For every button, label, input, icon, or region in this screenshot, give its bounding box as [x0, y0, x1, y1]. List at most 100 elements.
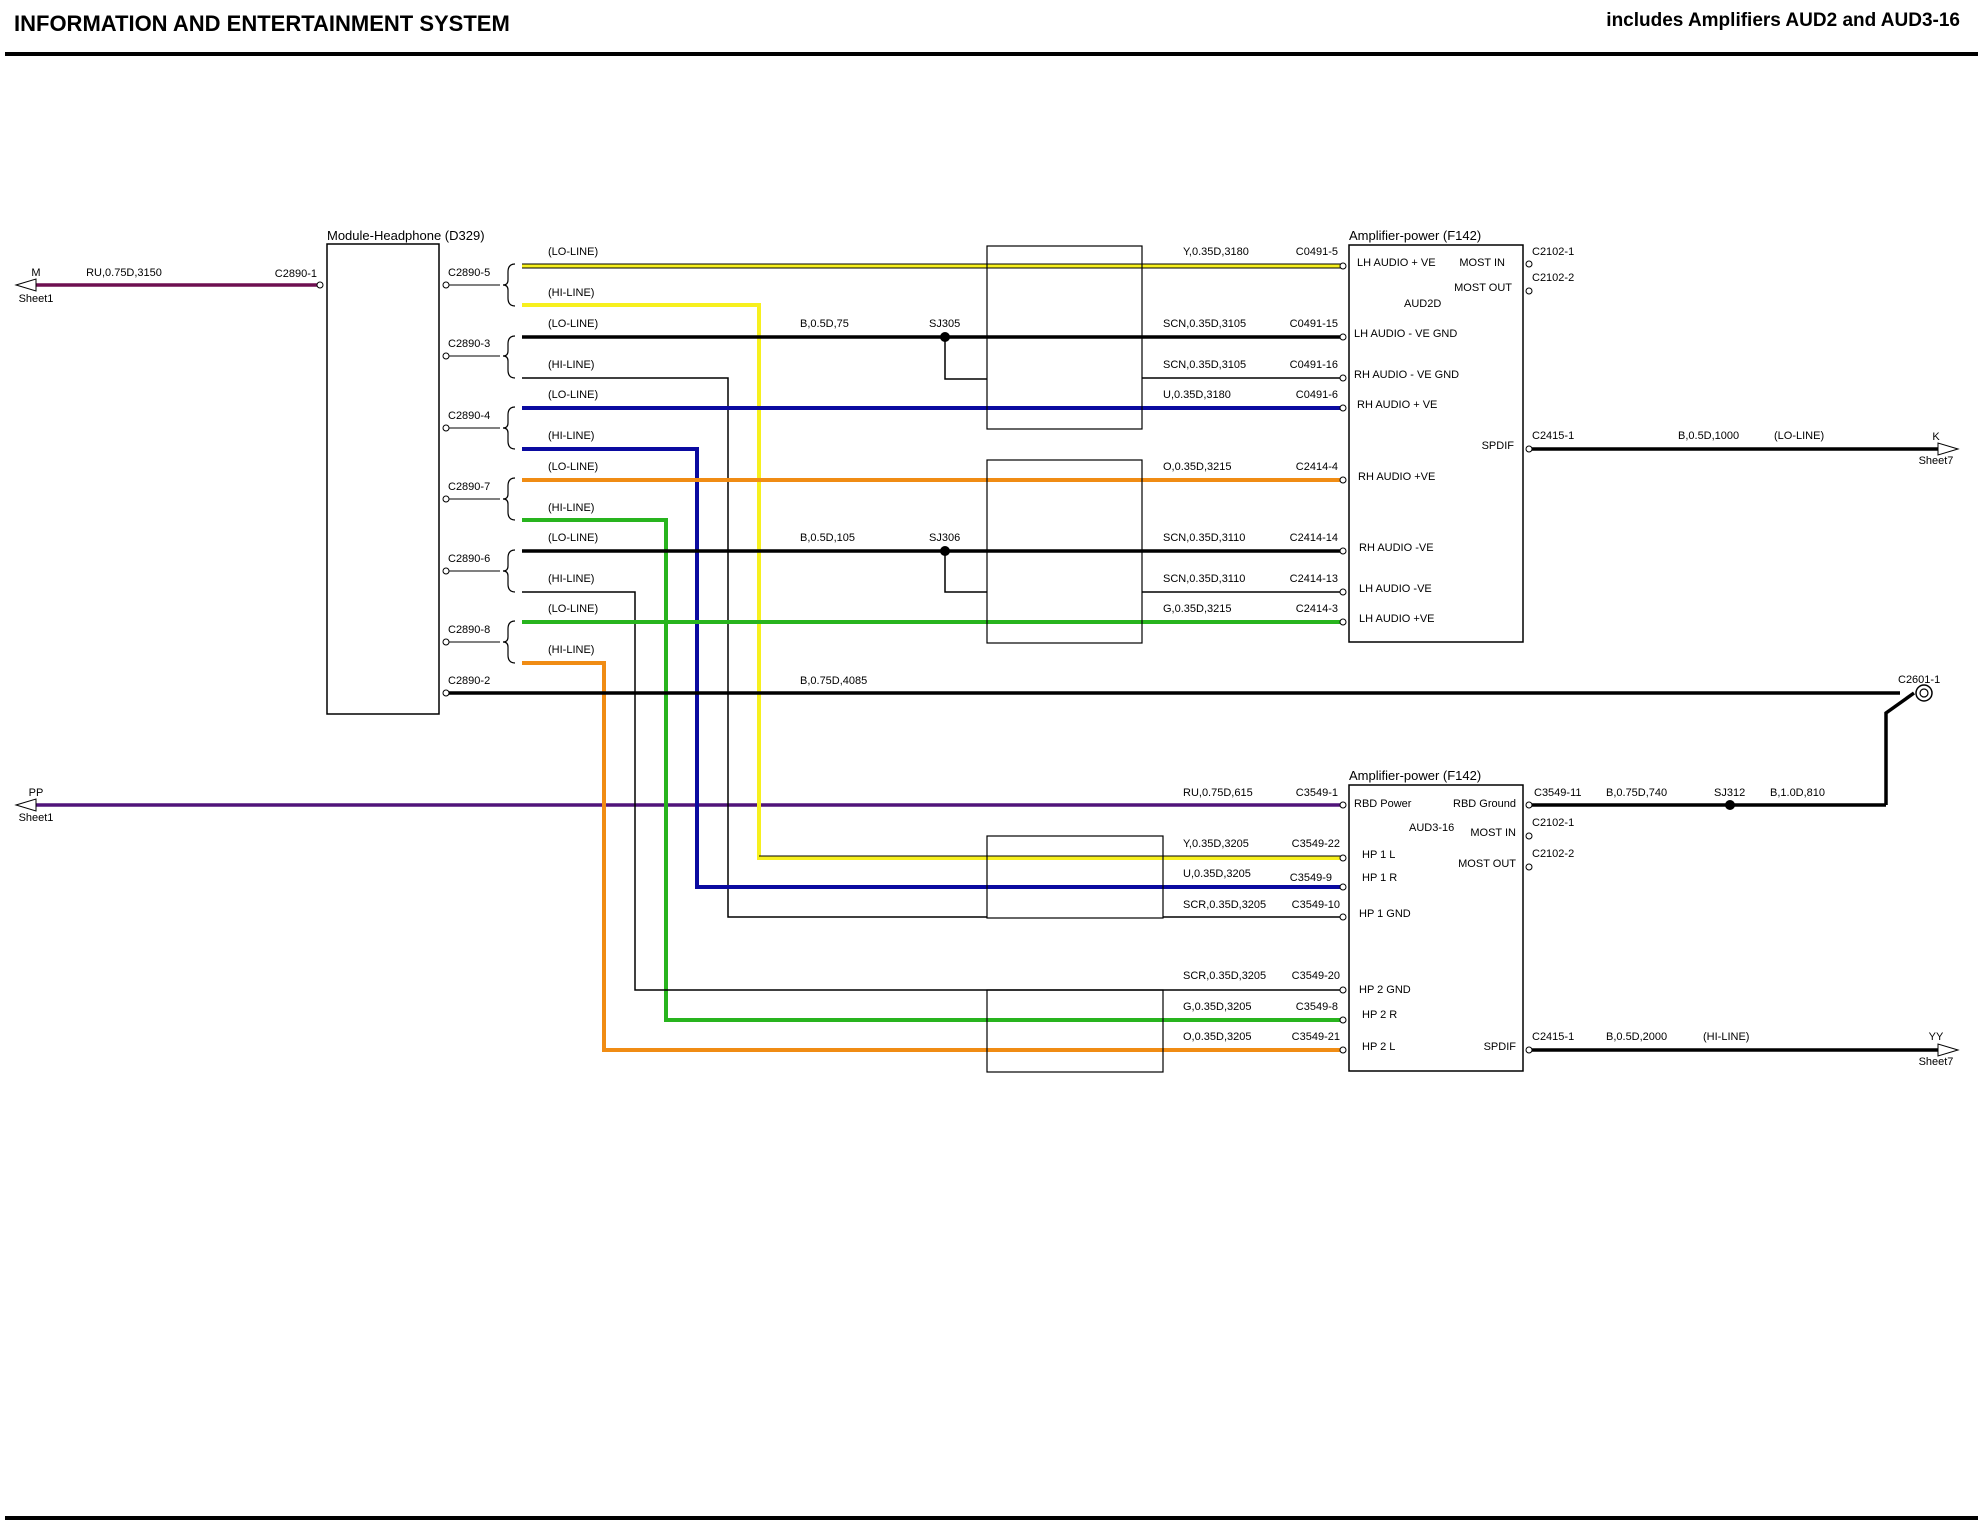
- amp-top-pin: RH AUDIO - VE GND: [1354, 369, 1459, 381]
- label-hi-line: (HI-LINE): [548, 502, 594, 514]
- amp-top-title: Amplifier-power (F142): [1349, 228, 1481, 243]
- conn-c2890-7: C2890-7: [448, 481, 490, 493]
- page-title: INFORMATION AND ENTERTAINMENT SYSTEM: [14, 11, 510, 36]
- splice-sj312-dot: [1725, 800, 1735, 810]
- amp-bottom-left-connector: C3549-21: [1292, 1031, 1340, 1043]
- label-hi-line: (HI-LINE): [548, 573, 594, 585]
- wire-label: U,0.35D,3180: [1163, 389, 1231, 401]
- amp-bottom-right-pin: SPDIF: [1484, 1041, 1517, 1053]
- amp-top-right-connector: C2102-1: [1532, 246, 1574, 258]
- conn-c2890-6: C2890-6: [448, 553, 490, 565]
- amp-top-id: AUD2D: [1404, 298, 1441, 310]
- label-lo-line: (LO-LINE): [548, 389, 598, 401]
- connector-pin: [316, 281, 324, 289]
- amp-top-left-connector: C0491-6: [1296, 389, 1338, 401]
- label-lo-line: (LO-LINE): [548, 603, 598, 615]
- amp-bottom-id: AUD3-16: [1409, 822, 1454, 834]
- offsheet-pp-letter: PP: [29, 787, 44, 799]
- amp-bottom-left-connector: C3549-8: [1296, 1001, 1338, 1013]
- wire-label: G,0.35D,3215: [1163, 603, 1232, 615]
- wire-label: B,0.75D,740: [1606, 787, 1667, 799]
- offsheet-arrow-m: [14, 278, 37, 292]
- wire-label: RU,0.75D,615: [1183, 787, 1253, 799]
- offsheet-arrow-k: [1937, 442, 1960, 456]
- amp-bottom-pin: HP 2 R: [1362, 1009, 1397, 1021]
- label-lo-line: (LO-LINE): [548, 246, 598, 258]
- offsheet-yy-sheet: Sheet7: [1919, 1056, 1954, 1068]
- splice-sj305-dot: [940, 332, 950, 342]
- offsheet-k-sheet: Sheet7: [1919, 455, 1954, 467]
- amp-top-right-connector: C2102-2: [1532, 272, 1574, 284]
- wire-label: SCN,0.35D,3105: [1163, 359, 1246, 371]
- label-lo-line: (LO-LINE): [548, 318, 598, 330]
- wire-label: B,0.5D,75: [800, 318, 849, 330]
- wire-label: B,1.0D,810: [1770, 787, 1825, 799]
- page-subtitle: includes Amplifiers AUD2 and AUD3-16: [1606, 10, 1960, 31]
- amp-bottom-right-connector: C3549-11: [1534, 787, 1582, 799]
- amp-bottom-pin: HP 2 L: [1362, 1041, 1395, 1053]
- amp-bottom-pin: HP 1 L: [1362, 849, 1395, 861]
- amp-top-pin-connectors: [1339, 260, 1533, 626]
- wire-green-hi: [522, 518, 1342, 1022]
- amp-top-pin: RH AUDIO -VE: [1359, 542, 1434, 554]
- offsheet-k-letter: K: [1932, 431, 1940, 443]
- conn-c2890-3: C2890-3: [448, 338, 490, 350]
- wire-sj305-drop: [944, 337, 987, 380]
- amp-bottom-pin-connectors: [1339, 801, 1533, 1054]
- amp-top-pin: LH AUDIO +VE: [1359, 613, 1435, 625]
- amp-bottom-title: Amplifier-power (F142): [1349, 768, 1481, 783]
- amp-bottom-pin: HP 1 R: [1362, 872, 1397, 884]
- headphone-module-title: Module-Headphone (D329): [327, 228, 485, 243]
- wire-yellow-hi: [522, 303, 1342, 860]
- amp-bottom-box: [1348, 784, 1524, 1072]
- wire-label: SCR,0.35D,3205: [1183, 899, 1266, 911]
- amp-bottom-pin: HP 1 GND: [1359, 908, 1411, 920]
- offsheet-arrow-yy: [1937, 1043, 1960, 1057]
- amp-top-left-connector: C0491-15: [1290, 318, 1338, 330]
- amp-top-pin: LH AUDIO - VE GND: [1354, 328, 1457, 340]
- headphone-module-box: [326, 243, 440, 715]
- splice-label: SJ305: [929, 318, 960, 330]
- amp-bottom-left-connector: C3549-1: [1296, 787, 1338, 799]
- splice-label: SJ306: [929, 532, 960, 544]
- wire-label: O,0.35D,3205: [1183, 1031, 1252, 1043]
- shield-box-2: [986, 459, 1143, 644]
- amp-top-right-connector: C2415-1: [1532, 430, 1574, 442]
- offsheet-yy-letter: YY: [1929, 1031, 1944, 1043]
- shield-box-1: [986, 245, 1143, 430]
- amp-top-right-pin: MOST OUT: [1454, 282, 1512, 294]
- wire-label: B,0.75D,4085: [800, 675, 867, 687]
- label-hi-line: (HI-LINE): [548, 359, 594, 371]
- amp-bottom-right-pin: RBD Ground: [1453, 798, 1516, 810]
- shield-box-4: [986, 989, 1164, 1073]
- wire-label: SCN,0.35D,3110: [1163, 532, 1245, 544]
- conn-c2890-5: C2890-5: [448, 267, 490, 279]
- wire-sj306-drop: [944, 551, 987, 593]
- wire-label: B,0.5D,105: [800, 532, 855, 544]
- wire-label: Y,0.35D,3180: [1183, 246, 1249, 258]
- amp-top-left-connector: C2414-13: [1290, 573, 1338, 585]
- wire-label: G,0.35D,3205: [1183, 1001, 1252, 1013]
- ground-connector-label: C2601-1: [1898, 674, 1940, 686]
- amp-bottom-left-connector: C3549-10: [1292, 899, 1340, 911]
- amp-bottom-right-connector: C2102-1: [1532, 817, 1574, 829]
- conn-c2890-8: C2890-8: [448, 624, 490, 636]
- ground-terminal-icon: [1915, 684, 1933, 702]
- amp-bottom-right-pin: MOST OUT: [1458, 858, 1516, 870]
- amp-top-left-connector: C0491-5: [1296, 246, 1338, 258]
- wire-black-hi-1: [522, 377, 987, 918]
- headphone-input-connector: C2890-1: [275, 268, 317, 280]
- label-hi-line: (HI-LINE): [548, 644, 594, 656]
- amp-top-left-connector: C2414-14: [1290, 532, 1338, 544]
- amp-bottom-left-connector: C3549-20: [1292, 970, 1340, 982]
- wire-label: O,0.35D,3215: [1163, 461, 1232, 473]
- wire-blue-hi: [522, 447, 1342, 889]
- amp-bottom-left-connector: C3549-22: [1292, 838, 1340, 850]
- amp-top-left-connector: C0491-16: [1290, 359, 1338, 371]
- label-lo-line: (LO-LINE): [548, 532, 598, 544]
- offsheet-pp-sheet: Sheet1: [19, 812, 54, 824]
- wire-label: SCN,0.35D,3105: [1163, 318, 1246, 330]
- offsheet-m-letter: M: [31, 267, 40, 279]
- wire-label: B,0.5D,1000: [1678, 430, 1739, 442]
